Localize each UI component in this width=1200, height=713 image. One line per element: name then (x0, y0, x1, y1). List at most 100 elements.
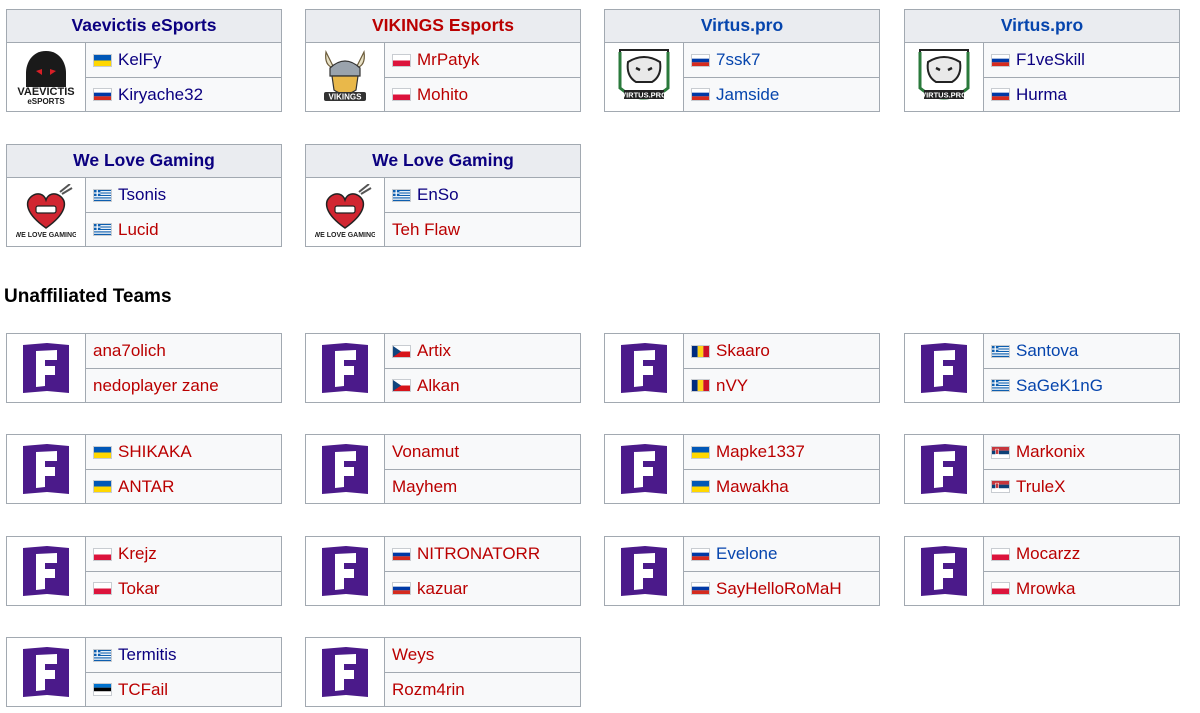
ro-flag-icon (691, 344, 716, 358)
player-name-link[interactable]: Mapke1337 (716, 442, 805, 461)
player-name-link[interactable]: nedoplayer zane (93, 375, 219, 395)
player-name-link[interactable]: TCFail (118, 679, 169, 699)
team-name-link[interactable]: Vaevictis eSports (7, 10, 281, 43)
player-name-link[interactable]: Jamside (716, 84, 780, 104)
fortnite-logo[interactable] (905, 435, 984, 503)
gr-flag-icon (93, 188, 118, 202)
player-name-link[interactable]: Hurma (1016, 84, 1068, 104)
player-name-link[interactable]: Mayhem (392, 476, 458, 496)
player-name-link[interactable]: ANTAR (118, 476, 175, 496)
fortnite-logo[interactable] (7, 537, 86, 605)
player-name-link[interactable]: Alkan (417, 375, 460, 395)
player-row: EnSo (385, 178, 580, 212)
team-name-link[interactable]: Virtus.pro (605, 10, 879, 43)
ua-flag-icon (691, 480, 716, 493)
fortnite-logo[interactable] (7, 435, 86, 503)
player-name-link[interactable]: Mocarzz (1016, 544, 1081, 563)
gr-flag-icon (93, 648, 118, 662)
fortnite-logo[interactable] (306, 435, 385, 503)
player-name-link[interactable]: TruleX (1016, 476, 1066, 496)
player-name-link[interactable]: Krejz (118, 544, 157, 563)
vaevictis-logo[interactable]: VAEVICTIS eSPORTS (7, 43, 86, 111)
pl-flag-icon (93, 547, 118, 561)
player-name-link[interactable]: Vonamut (392, 442, 460, 461)
fortnite-logo[interactable] (905, 537, 984, 605)
gr-flag-icon (991, 379, 1016, 392)
player-row: Mapke1337 (684, 435, 879, 469)
player-name-link[interactable]: Santova (1016, 341, 1079, 360)
player-name-link[interactable]: F1veSkill (1016, 50, 1085, 69)
player-row: Rozm4rin (385, 672, 580, 706)
ru-flag-icon (691, 53, 716, 67)
player-name-link[interactable]: Tsonis (118, 185, 167, 204)
player-name-link[interactable]: EnSo (417, 185, 459, 204)
ru-flag-icon (691, 582, 716, 595)
player-name-link[interactable]: SaGeK1nG (1016, 375, 1103, 395)
player-name-link[interactable]: Evelone (716, 544, 778, 563)
fortnite-logo[interactable] (306, 334, 385, 402)
virtuspro-logo[interactable]: VIRTUS.PRO (905, 43, 984, 111)
player-name-link[interactable]: Lucid (118, 219, 159, 239)
player-name-link[interactable]: Termitis (118, 645, 177, 664)
player-name-link[interactable]: MrPatyk (417, 50, 480, 69)
player-row: nedoplayer zane (86, 368, 281, 402)
rs-flag-icon (991, 480, 1016, 493)
cz-flag-icon (392, 344, 417, 358)
player-name-link[interactable]: Mohito (417, 84, 469, 104)
player-name-link[interactable]: SayHelloRoMaH (716, 578, 842, 598)
player-row: Mrowka (984, 571, 1179, 605)
ee-flag-icon (93, 683, 118, 696)
team-name-link[interactable]: We Love Gaming (306, 145, 580, 178)
welovegaming-logo[interactable]: WE LOVE GAMING (7, 178, 86, 246)
player-name-link[interactable]: 7ssk7 (716, 50, 761, 69)
player-name-link[interactable]: Mawakha (716, 476, 789, 496)
player-row: Artix (385, 334, 580, 368)
player-row: nVY (684, 368, 879, 402)
player-name-link[interactable]: KelFy (118, 50, 162, 69)
player-name-link[interactable]: Markonix (1016, 442, 1085, 461)
ro-flag-icon (691, 379, 716, 392)
player-row: Mayhem (385, 469, 580, 503)
player-name-link[interactable]: Weys (392, 645, 435, 664)
player-row: TCFail (86, 672, 281, 706)
player-name-link[interactable]: Mrowka (1016, 578, 1076, 598)
fortnite-logo[interactable] (605, 334, 684, 402)
player-name-link[interactable]: Rozm4rin (392, 679, 465, 699)
virtuspro-logo[interactable]: VIRTUS.PRO (605, 43, 684, 111)
player-name-link[interactable]: SHIKAKA (118, 442, 192, 461)
player-row: Krejz (86, 537, 281, 571)
player-row: ANTAR (86, 469, 281, 503)
player-name-link[interactable]: Skaaro (716, 341, 770, 360)
team-card: Vaevictis eSports VAEVICTIS eSPORTS KelF… (6, 9, 282, 112)
player-name-link[interactable]: NITRONATORR (417, 544, 541, 563)
fortnite-logo[interactable] (7, 334, 86, 402)
player-name-link[interactable]: Kiryache32 (118, 84, 204, 104)
team-name-link[interactable]: VIKINGS Esports (306, 10, 580, 43)
player-name-link[interactable]: nVY (716, 375, 749, 395)
team-name-link[interactable]: Virtus.pro (905, 10, 1179, 43)
fortnite-logo[interactable] (306, 638, 385, 706)
fortnite-logo[interactable] (905, 334, 984, 402)
fortnite-logo[interactable] (306, 537, 385, 605)
player-name-link[interactable]: Artix (417, 341, 451, 360)
player-row: TruleX (984, 469, 1179, 503)
player-name-link[interactable]: Tokar (118, 578, 160, 598)
player-name-link[interactable]: ana7olich (93, 341, 166, 360)
vikings-logo[interactable]: VIKINGS (306, 43, 385, 111)
welovegaming-logo[interactable]: WE LOVE GAMING (306, 178, 385, 246)
team-name-link[interactable]: We Love Gaming (7, 145, 281, 178)
svg-text:VIRTUS.PRO: VIRTUS.PRO (621, 91, 667, 100)
player-name-link[interactable]: Teh Flaw (392, 219, 461, 239)
fortnite-logo[interactable] (605, 435, 684, 503)
fortnite-logo[interactable] (605, 537, 684, 605)
player-name-link[interactable]: kazuar (417, 578, 469, 598)
gr-flag-icon (93, 223, 118, 236)
team-card: Skaaro nVY (604, 333, 880, 403)
fortnite-logo[interactable] (7, 638, 86, 706)
